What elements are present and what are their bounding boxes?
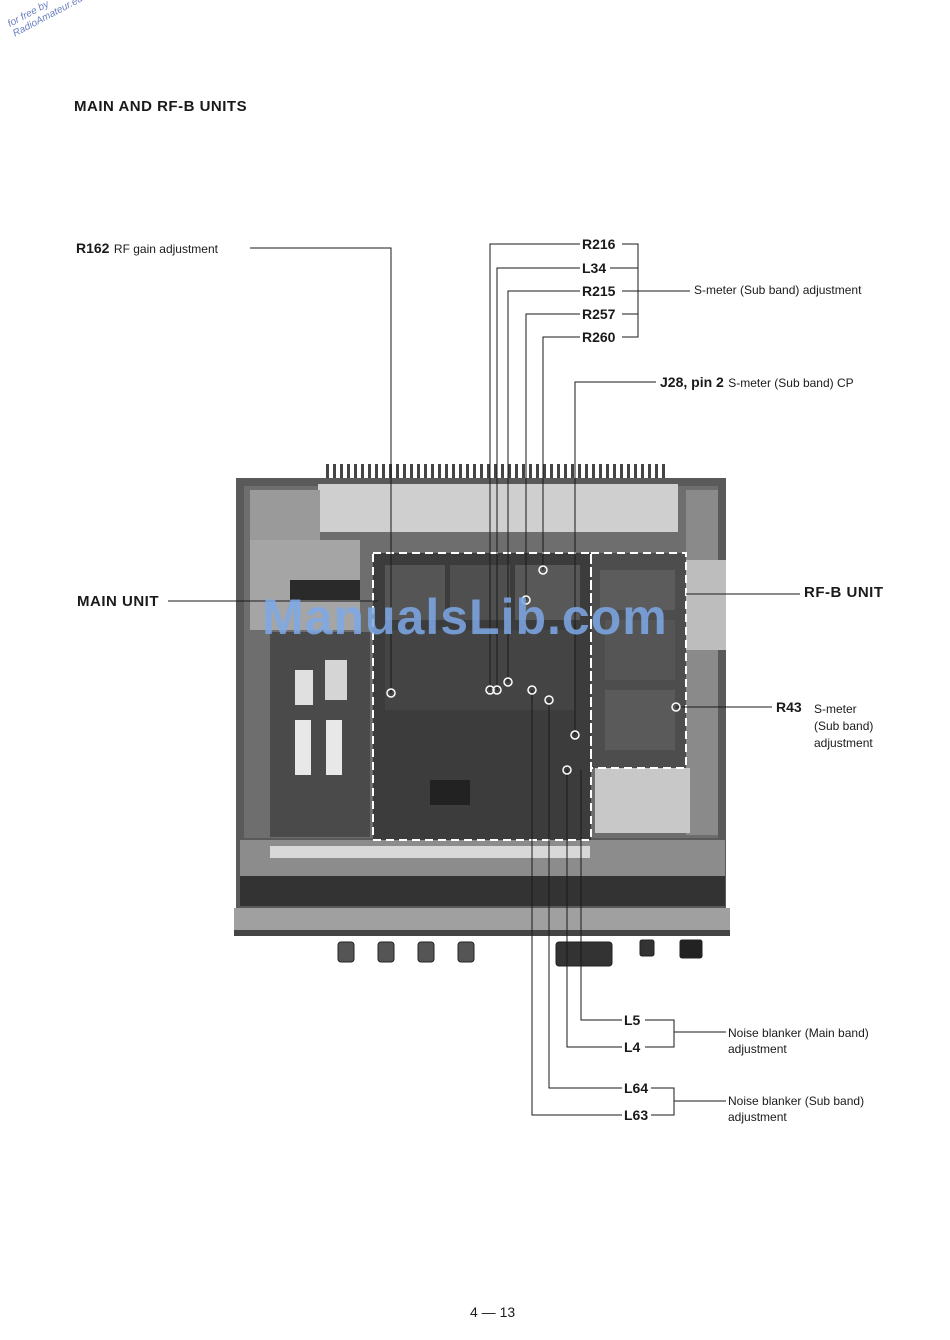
top-panel xyxy=(318,484,678,532)
heatsink-fin xyxy=(599,464,602,480)
heatsink-fin xyxy=(557,464,560,480)
heatsink-fin xyxy=(522,464,525,480)
heatsink-fin xyxy=(417,464,420,480)
callout-r43-desc-line-1: S-meter xyxy=(814,702,857,716)
callout-l63: L63 xyxy=(624,1107,649,1123)
callout-noise-blanker-sub-line-1: Noise blanker (Sub band) xyxy=(728,1094,865,1108)
callout-r43-desc-line-3: adjustment xyxy=(814,736,873,750)
heatsink-fin xyxy=(536,464,539,480)
heatsink-fins xyxy=(326,464,665,480)
callout-j28: J28, pin 2 S-meter (Sub band) CP xyxy=(660,374,854,392)
heatsink-fin xyxy=(662,464,665,480)
heatsink-fin xyxy=(452,464,455,480)
heatsink-fin xyxy=(655,464,658,480)
heatsink-fin xyxy=(368,464,371,480)
heatsink-fin xyxy=(375,464,378,480)
heatsink-fin xyxy=(508,464,511,480)
callout-r257: R257 xyxy=(582,306,616,322)
heatsink-fin xyxy=(333,464,336,480)
heatsink-fin xyxy=(326,464,329,480)
callout-r260: R260 xyxy=(582,329,616,345)
heatsink-fin xyxy=(340,464,343,480)
heatsink-fin xyxy=(354,464,357,480)
heatsink-fin xyxy=(459,464,462,480)
lower-right-area xyxy=(595,768,690,833)
page-number: 4 — 13 xyxy=(470,1304,516,1320)
heatsink-fin xyxy=(438,464,441,480)
callout-noise-blanker-sub-line-2: adjustment xyxy=(728,1110,787,1124)
heatsink-fin xyxy=(550,464,553,480)
manualslib-watermark: ManualsLib.com xyxy=(262,589,668,645)
main-unit-outline xyxy=(372,552,592,841)
heatsink-fin xyxy=(529,464,532,480)
callout-r162-ref: R162 xyxy=(76,240,110,256)
leader-end-markers xyxy=(386,565,681,775)
front-knobs xyxy=(337,939,703,967)
callout-l64: L64 xyxy=(624,1080,649,1096)
heatsink-fin xyxy=(382,464,385,480)
heatsink-fin xyxy=(431,464,434,480)
callout-l34: L34 xyxy=(582,260,607,276)
heatsink-fin xyxy=(424,464,427,480)
heatsink-fin xyxy=(543,464,546,480)
callout-r215: R215 xyxy=(582,283,616,299)
heatsink-fin xyxy=(564,464,567,480)
callout-l5: L5 xyxy=(624,1012,641,1028)
callout-j28-desc: S-meter (Sub band) CP xyxy=(728,376,854,390)
heatsink-fin xyxy=(487,464,490,480)
page-heading: MAIN AND RF-B UNITS xyxy=(74,98,248,115)
heatsink-fin xyxy=(445,464,448,480)
right-side-panel xyxy=(686,490,718,835)
callout-r162: R162 RF gain adjustment xyxy=(76,240,218,258)
heatsink-fin xyxy=(585,464,588,480)
callout-noise-blanker-sub: Noise blanker (Sub band) adjustment xyxy=(728,1093,864,1125)
callout-noise-blanker-main: Noise blanker (Main band) adjustment xyxy=(728,1025,869,1057)
heatsink-fin xyxy=(473,464,476,480)
callout-r43-ref: R43 xyxy=(776,699,802,715)
heatsink-fin xyxy=(571,464,574,480)
heatsink-fin xyxy=(634,464,637,480)
heatsink-fin xyxy=(403,464,406,480)
label-rfb-unit: RF-B UNIT xyxy=(804,584,884,601)
rfb-unit-outline xyxy=(590,552,687,769)
heatsink-fin xyxy=(592,464,595,480)
heatsink-fin xyxy=(578,464,581,480)
leader-lines xyxy=(168,243,800,1116)
heatsink-fin xyxy=(347,464,350,480)
callout-j28-ref: J28, pin 2 xyxy=(660,374,724,390)
heatsink-fin xyxy=(648,464,651,480)
heatsink-fin xyxy=(641,464,644,480)
heatsink-fin xyxy=(466,464,469,480)
callout-noise-blanker-main-line-2: adjustment xyxy=(728,1042,787,1056)
callout-noise-blanker-main-line-1: Noise blanker (Main band) xyxy=(728,1026,869,1040)
heatsink-fin xyxy=(361,464,364,480)
left-board xyxy=(270,632,370,837)
heatsink-fin xyxy=(627,464,630,480)
callout-l4: L4 xyxy=(624,1039,641,1055)
heatsink-fin xyxy=(480,464,483,480)
heatsink-fin xyxy=(613,464,616,480)
label-main-unit: MAIN UNIT xyxy=(77,593,159,610)
callout-r43-desc-line-2: (Sub band) xyxy=(814,719,874,733)
heatsink-fin xyxy=(501,464,504,480)
heatsink-fin xyxy=(606,464,609,480)
heatsink-fin xyxy=(410,464,413,480)
heatsink-fin xyxy=(396,464,399,480)
front-panel xyxy=(234,908,730,934)
callout-smeter-sub-adjustment: S-meter (Sub band) adjustment xyxy=(694,283,862,297)
heatsink-fin xyxy=(515,464,518,480)
heatsink-fin xyxy=(494,464,497,480)
callout-r162-desc: RF gain adjustment xyxy=(113,242,218,256)
heatsink-fin xyxy=(620,464,623,480)
callout-r216: R216 xyxy=(582,236,616,252)
callout-r43-desc: S-meter (Sub band) adjustment xyxy=(814,701,873,752)
